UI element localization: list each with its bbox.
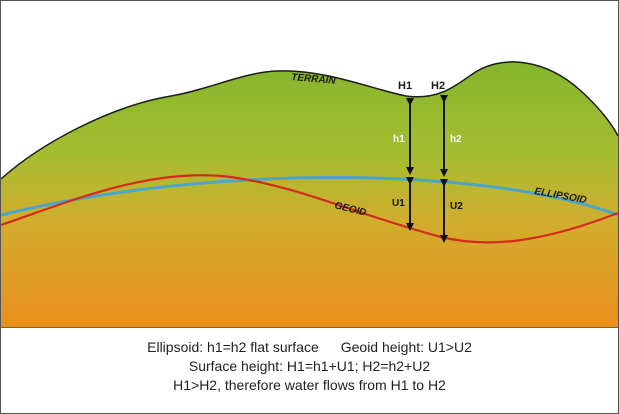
caption-line-3: H1>H2, therefore water flows from H1 to … — [173, 377, 446, 393]
caption-ellipsoid-text: Ellipsoid: h1=h2 flat surface — [147, 339, 319, 355]
H1-label: H1 — [398, 80, 412, 92]
geodesy-diagram: TERRAIN GEOID ELLIPSOID H1 H2 h1 h2 U1 U… — [1, 1, 618, 327]
terrain-label: TERRAIN — [291, 72, 337, 87]
h1-label: h1 — [393, 134, 405, 145]
ellipsoid-line — [1, 176, 618, 217]
caption: Ellipsoid: h1=h2 flat surface Geoid heigh… — [1, 327, 618, 414]
caption-geoid-text: Geoid height: U1>U2 — [340, 339, 472, 355]
terrain-outline — [1, 61, 618, 180]
caption-line-1: Ellipsoid: h1=h2 flat surface Geoid heigh… — [1, 339, 618, 355]
U2-label: U2 — [450, 201, 463, 212]
caption-line-2: Surface height: H1=h1+U1; H2=h2+U2 — [188, 358, 431, 374]
U1-label: U1 — [392, 198, 405, 209]
H2-label: H2 — [431, 80, 445, 92]
terrain-surface — [1, 61, 618, 327]
geoid-line — [1, 174, 618, 244]
h2-label: h2 — [450, 134, 462, 145]
